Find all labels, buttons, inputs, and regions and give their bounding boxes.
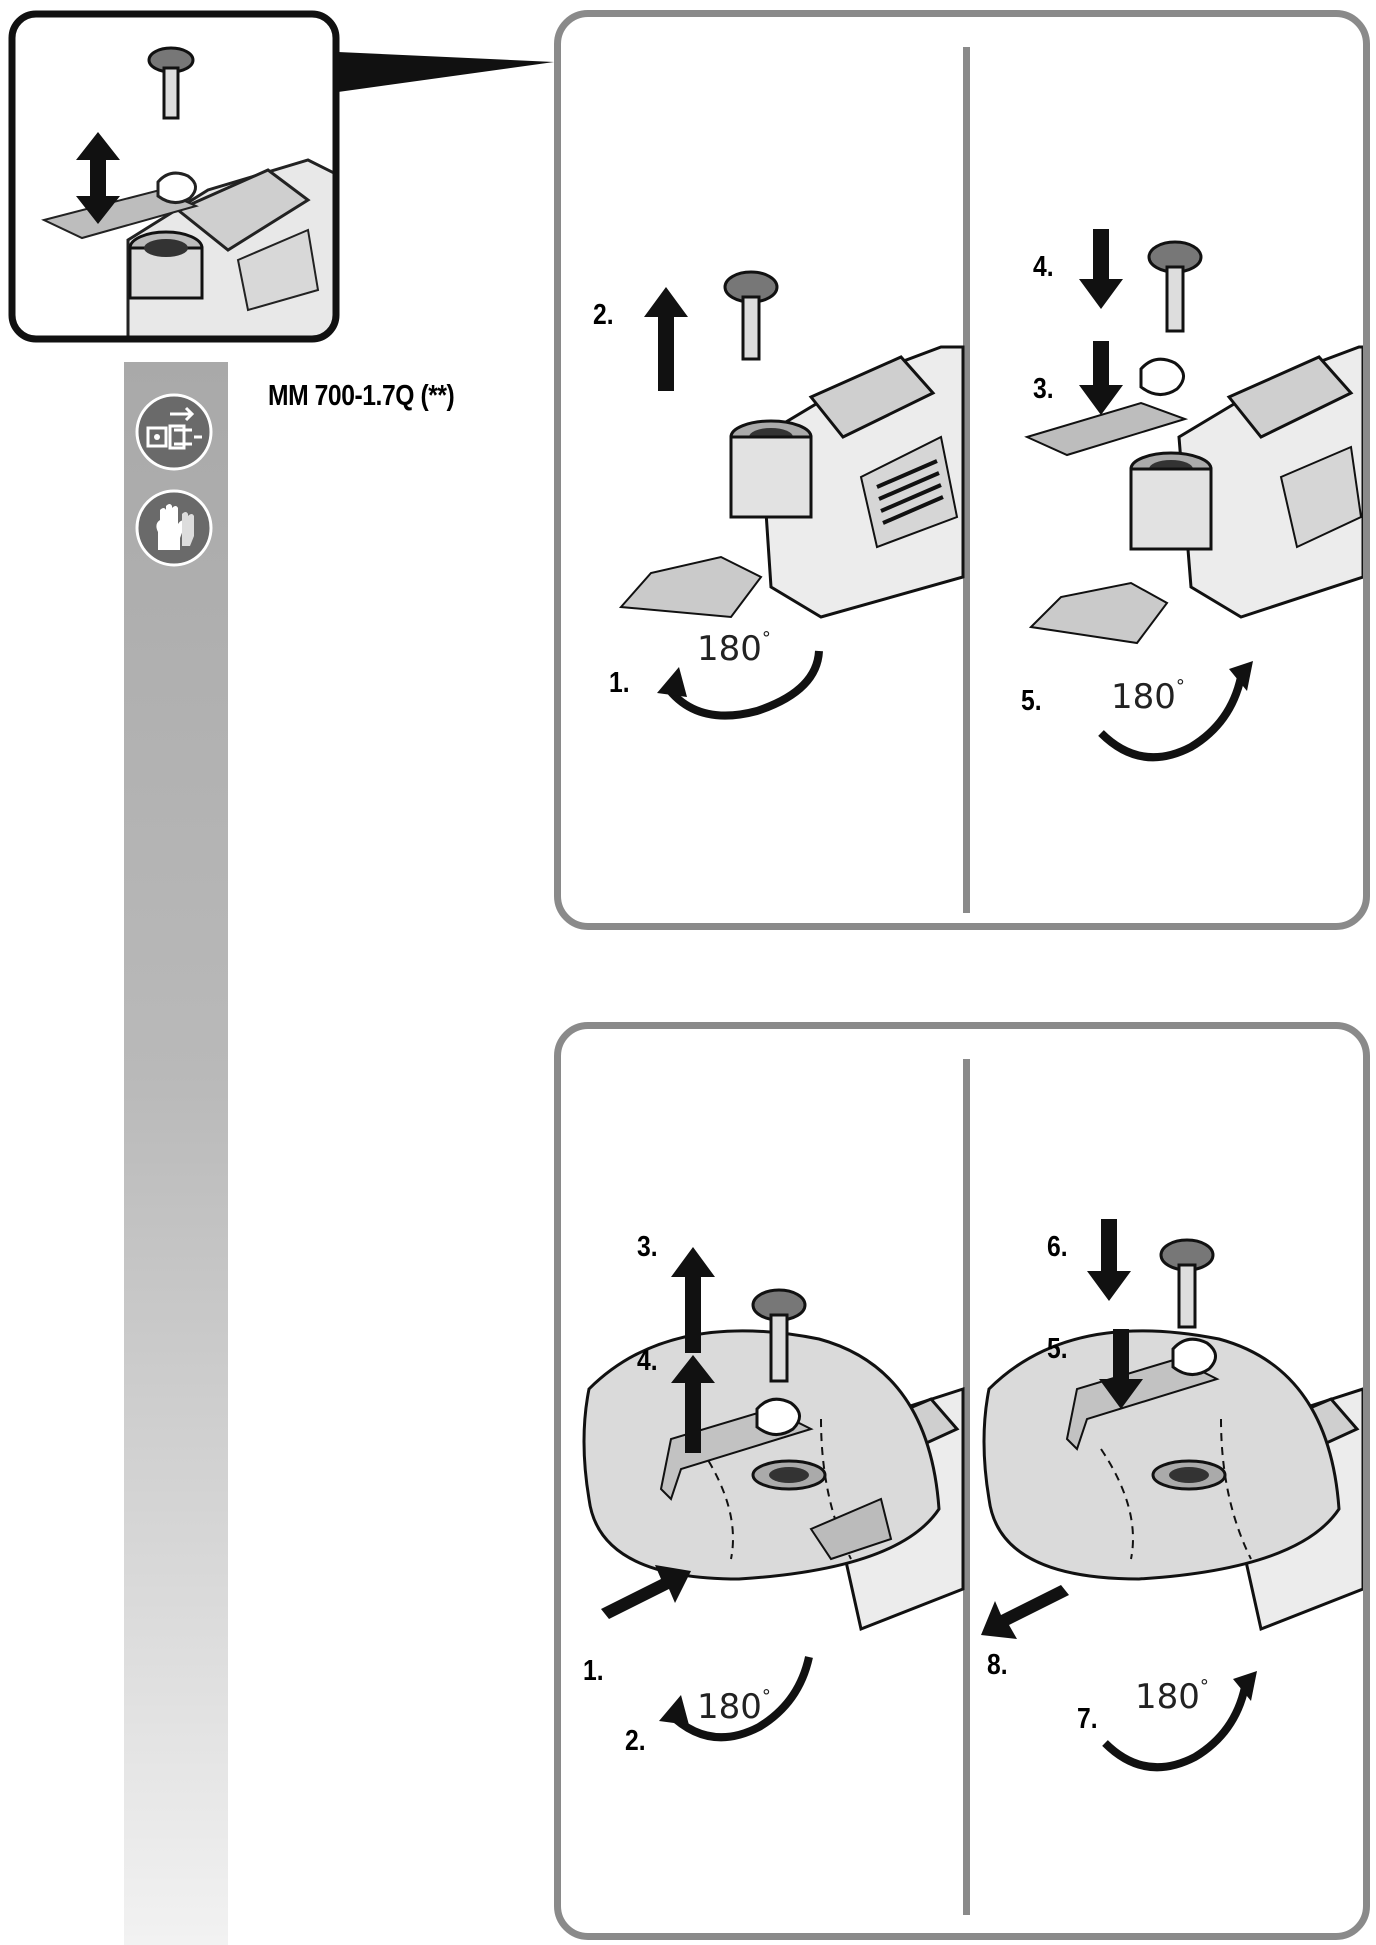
step-label: 5.	[1021, 685, 1042, 718]
step-label: 4.	[1033, 251, 1054, 284]
unplug-icon	[134, 392, 214, 472]
step-label: 1.	[609, 667, 630, 700]
tool-right-top	[1027, 229, 1363, 757]
gloves-icon	[134, 488, 214, 568]
top-step-panel: 1. 2. 3. 4. 5. 180° 180°	[554, 10, 1370, 930]
tool-left-bottom	[584, 1247, 963, 1737]
step-label: 2.	[625, 1725, 646, 1758]
step-label: 4.	[637, 1345, 658, 1378]
top-panel-illustration	[561, 17, 1363, 923]
step-label: 1.	[583, 1655, 604, 1688]
model-label: MM 700-1.7Q (**)	[268, 380, 454, 413]
step-label: 6.	[1047, 1231, 1068, 1264]
step-label: 7.	[1077, 1703, 1098, 1736]
step-label: 8.	[987, 1649, 1008, 1682]
rotation-label: 180°	[697, 1687, 771, 1727]
inset-detail-illustration	[8, 10, 340, 343]
step-label: 2.	[593, 299, 614, 332]
rotation-label: 180°	[1135, 1677, 1209, 1717]
rotation-label: 180°	[697, 629, 771, 669]
step-label: 3.	[1033, 373, 1054, 406]
bottom-step-panel: 1. 2. 3. 4. 5. 6. 7. 8. 180° 180°	[554, 1022, 1370, 1940]
step-label: 3.	[637, 1231, 658, 1264]
step-label: 5.	[1047, 1333, 1068, 1366]
bottom-panel-illustration	[561, 1029, 1363, 1933]
sidebar-strip	[124, 362, 228, 1945]
tool-left-top	[621, 272, 963, 716]
rotation-label: 180°	[1111, 677, 1185, 717]
